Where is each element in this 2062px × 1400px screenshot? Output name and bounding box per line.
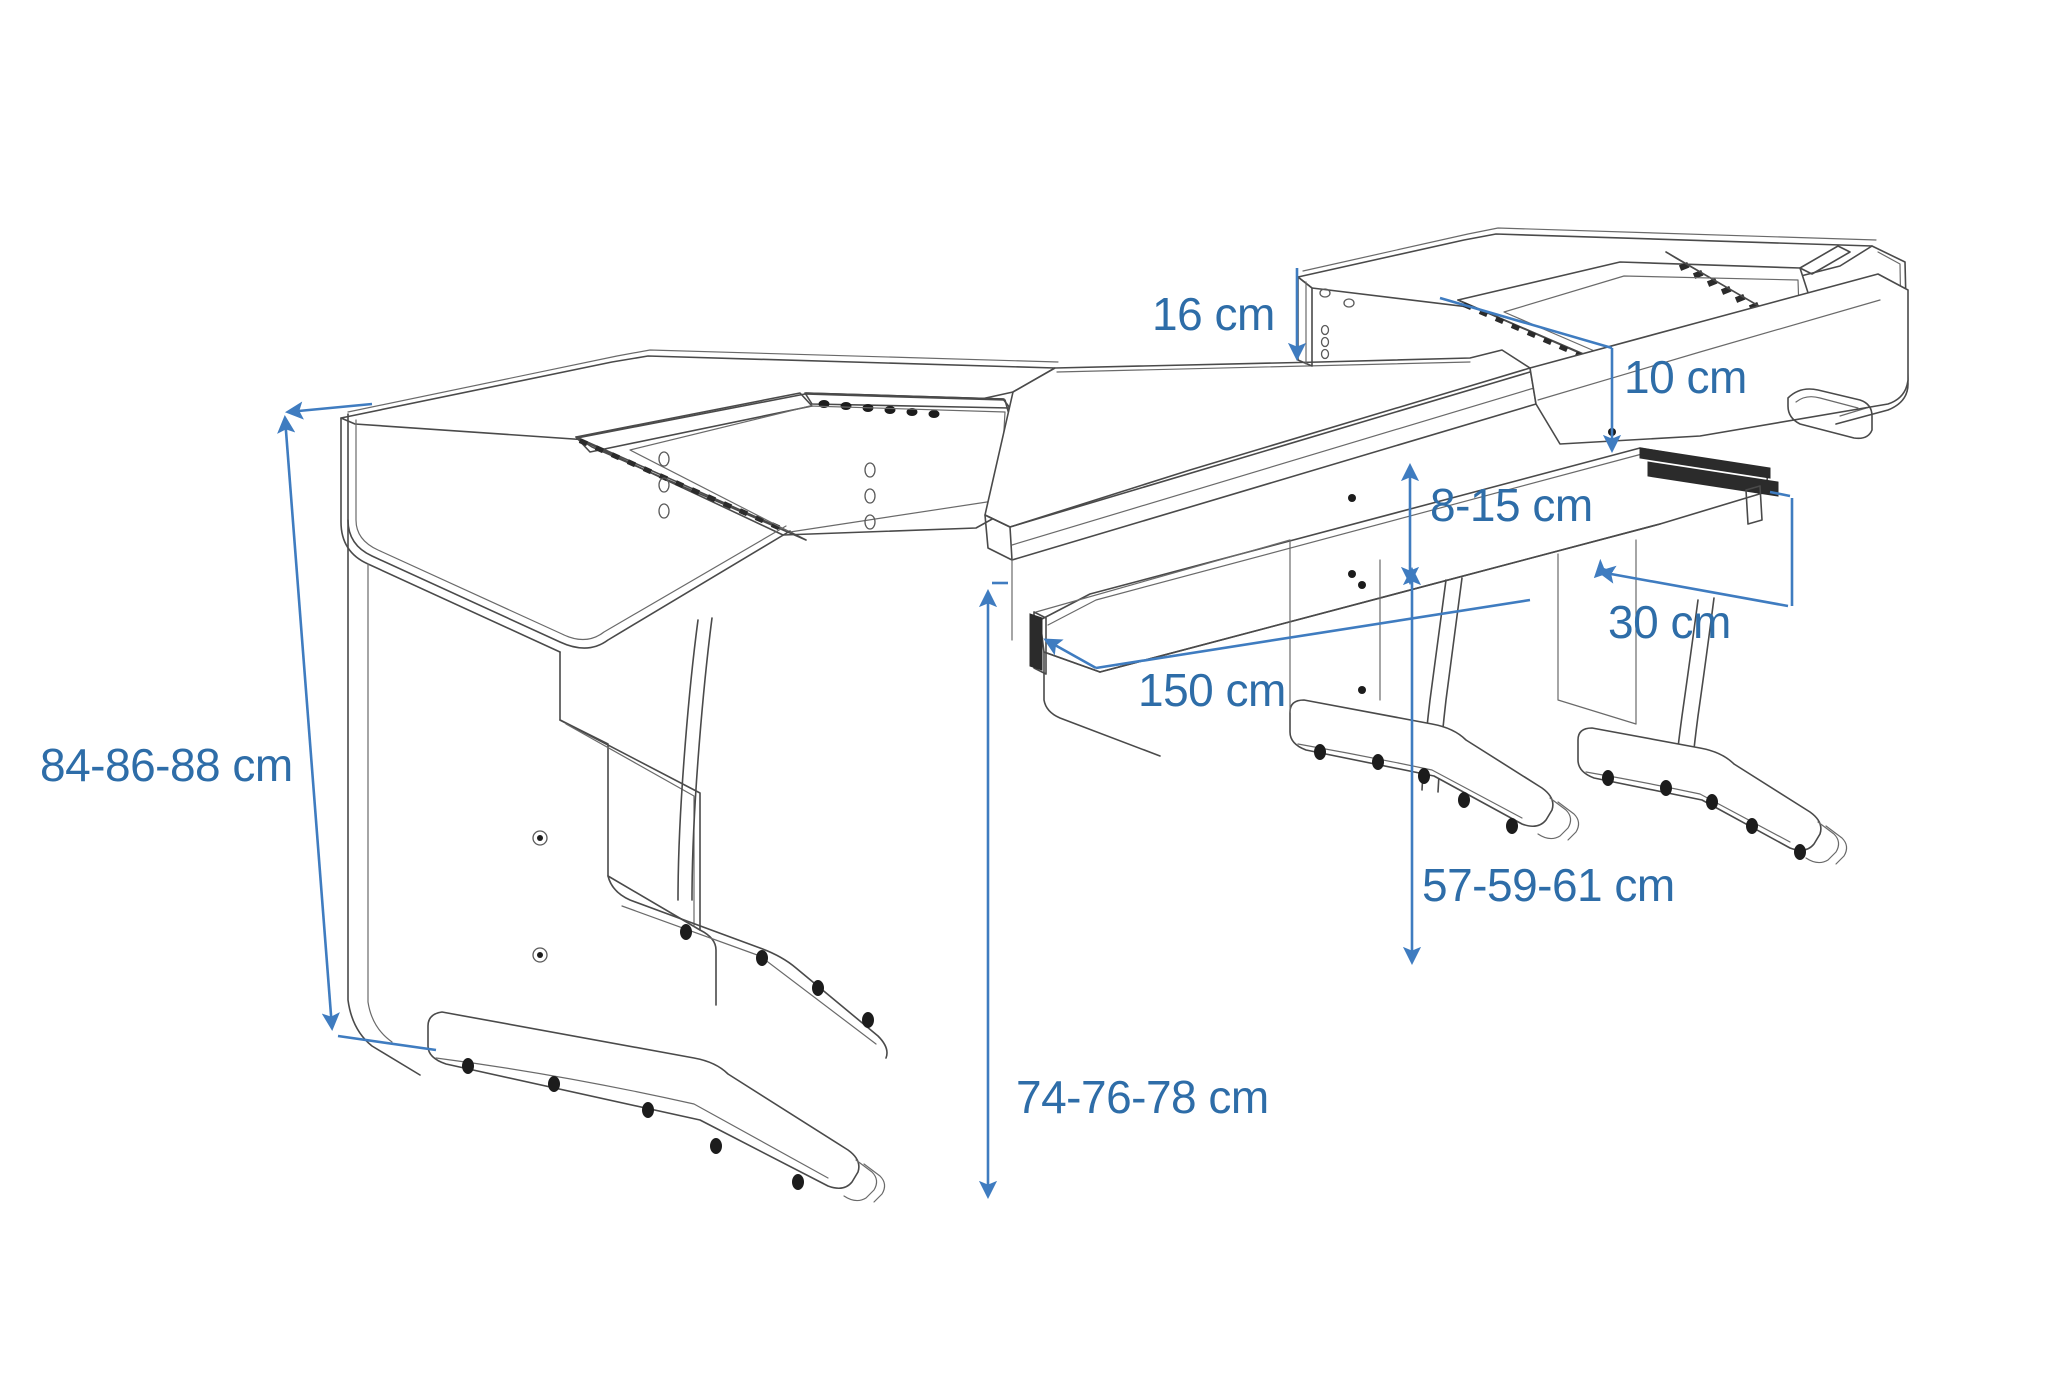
right-wing-side-holes [1319,288,1355,360]
dim-label-rack-rear-height: 16 cm [1152,288,1275,340]
dim-label-shelf-depth: 30 cm [1608,596,1731,648]
dim-label-overall-height: 84-86-88 cm [40,739,293,791]
left-foot-rear-screws [680,924,874,1028]
left-pedestal [347,519,888,1203]
left-wing-rack [340,349,1059,653]
right-leg [1557,539,1848,865]
rack-rail-teeth-left [578,438,781,531]
left-foot-screws [462,1058,804,1190]
dim-label-upper-shelf-clearance: 10 cm [1624,351,1747,403]
dim-worktop-height [978,581,1008,1200]
right-foot-screws [1602,770,1806,860]
center-worktop [984,349,1537,561]
rack-mounting-holes-left [658,451,876,530]
dim-overall-height [277,401,437,1052]
dim-shelf-depth [1593,490,1794,608]
dim-upper-shelf-clearance [1439,296,1622,454]
dim-label-tray-clearance: 8-15 cm [1430,479,1593,531]
dim-label-worktop-height: 74-76-78 cm [1016,1071,1269,1123]
dim-label-tray-height: 57-59-61 cm [1422,859,1675,911]
dim-label-desk-width: 150 cm [1138,664,1286,716]
dim-desk-width [1043,598,1531,670]
